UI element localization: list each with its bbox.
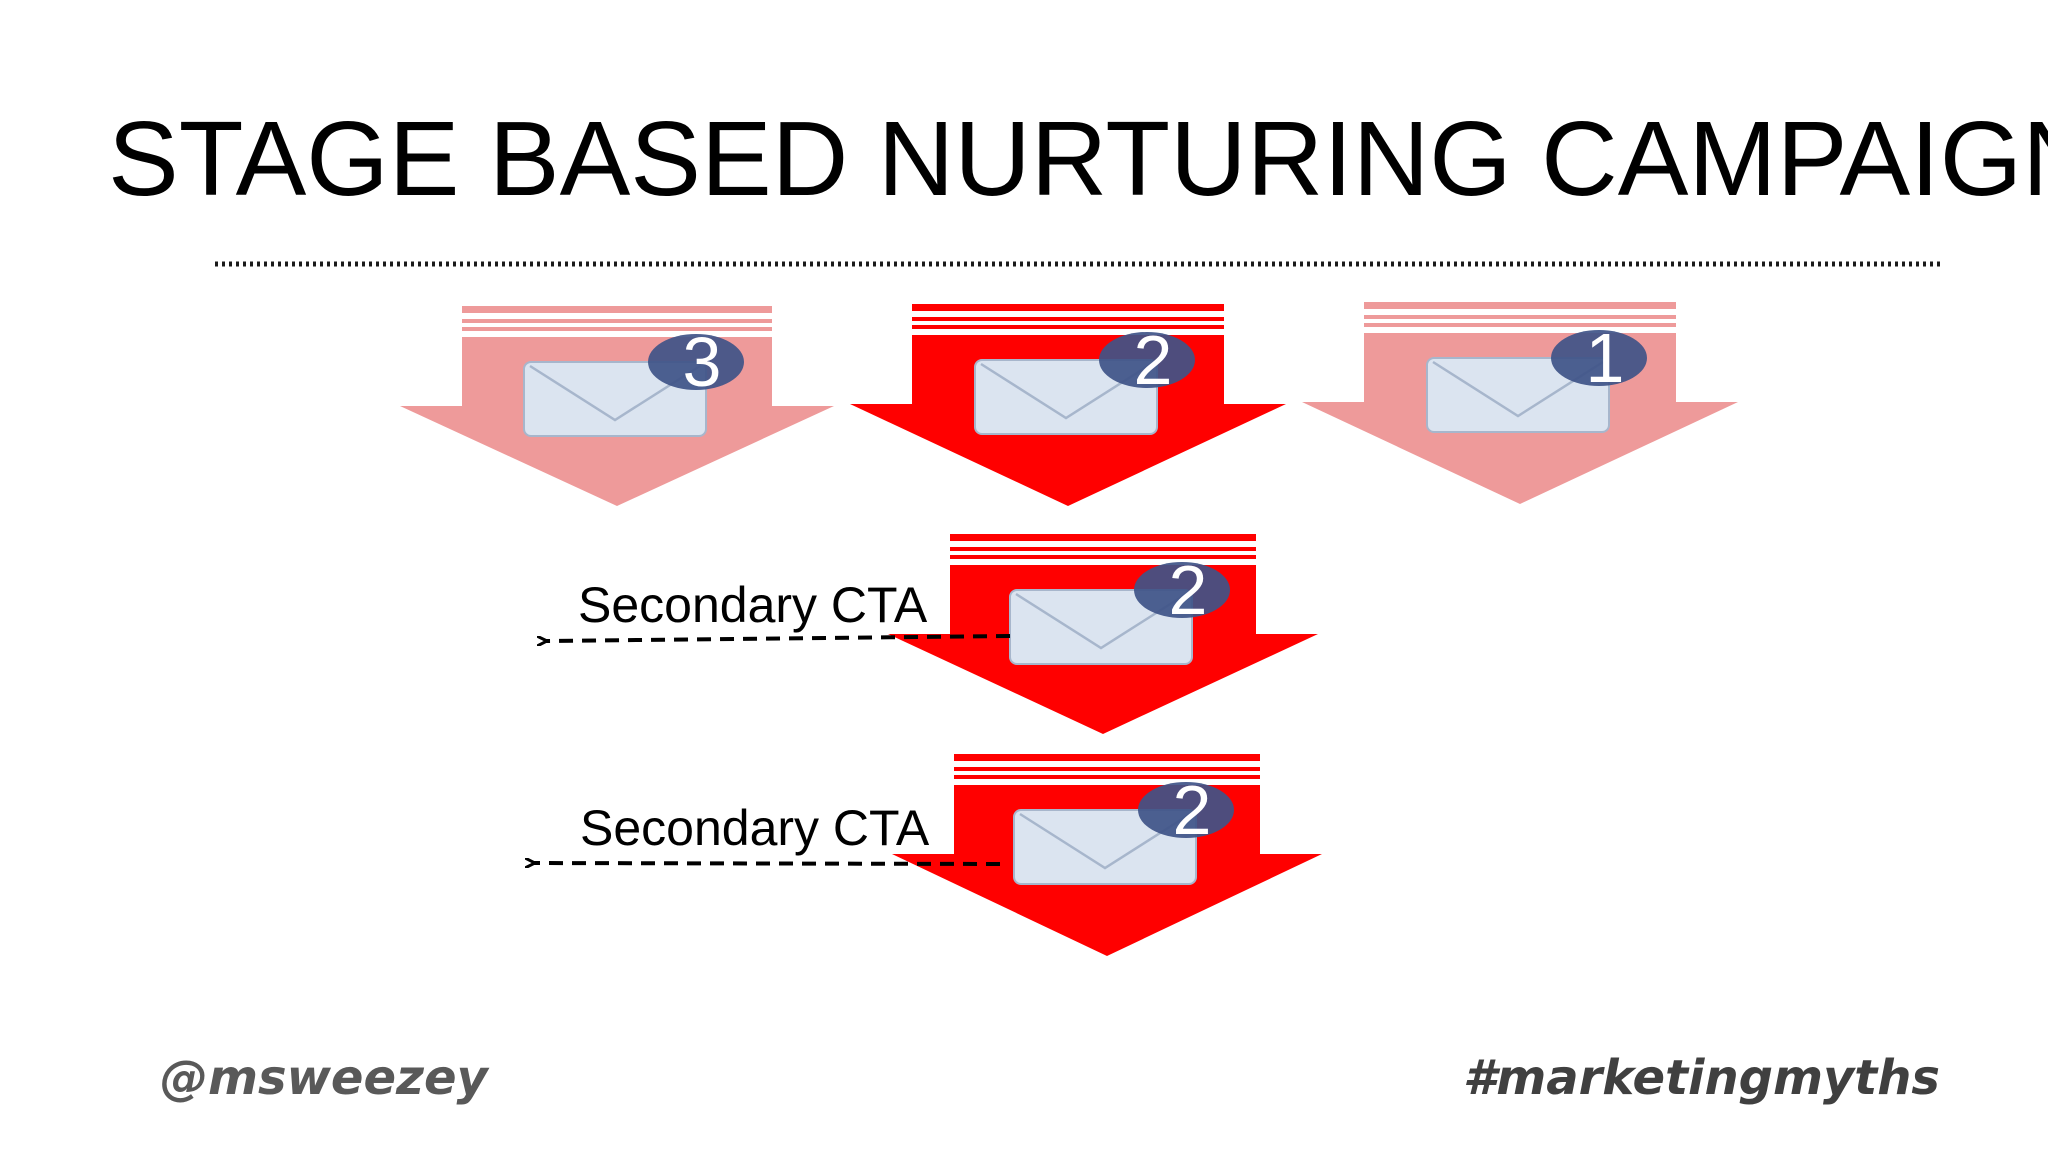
arrow-stripe (950, 547, 1256, 551)
arrow-stripe (912, 304, 1224, 311)
step-number: 2 (1173, 771, 1212, 849)
arrow-stripe (954, 775, 1260, 779)
arrow-stripe (1364, 302, 1676, 309)
step-number-badge: 2 (1134, 551, 1230, 629)
slide-title: STAGE BASED NURTURING CAMPAIGN (108, 100, 2048, 218)
arrow-stripe (462, 319, 772, 323)
arrow-stripe (954, 754, 1260, 761)
step-number: 2 (1169, 551, 1208, 629)
arrow-stripe (950, 555, 1256, 559)
followup-arrow-2: 2 (892, 754, 1322, 956)
arrow-stripe (1364, 315, 1676, 319)
step-number-badge: 2 (1138, 771, 1234, 849)
secondary-cta-connector (545, 634, 1011, 641)
arrow-stripe (912, 317, 1224, 321)
step-number: 1 (1586, 319, 1625, 397)
step-number: 3 (683, 323, 722, 401)
step-number-badge: 1 (1551, 319, 1647, 397)
step-number-badge: 2 (1099, 321, 1195, 399)
arrow-stripe (950, 534, 1256, 541)
secondary-cta-label: Secondary CTA (578, 577, 928, 633)
secondary-cta-connector (533, 863, 1001, 864)
secondary-cta-label: Secondary CTA (580, 800, 930, 856)
followup-arrow-1: 2 (888, 534, 1318, 734)
arrow-stripe (462, 327, 772, 331)
arrow-stripe (912, 325, 1224, 329)
step-number: 2 (1134, 321, 1173, 399)
hashtag: #marketingmyths (1462, 1050, 1940, 1106)
stage-arrow-3: 3 (400, 306, 834, 506)
stage-arrow-2: 2 (850, 304, 1286, 506)
arrow-stripe (954, 767, 1260, 771)
step-number-badge: 3 (648, 323, 744, 401)
twitter-handle: @msweezey (160, 1050, 488, 1106)
stage-arrow-1: 1 (1302, 302, 1738, 504)
arrow-stripe (462, 306, 772, 313)
arrow-stripe (1364, 323, 1676, 327)
